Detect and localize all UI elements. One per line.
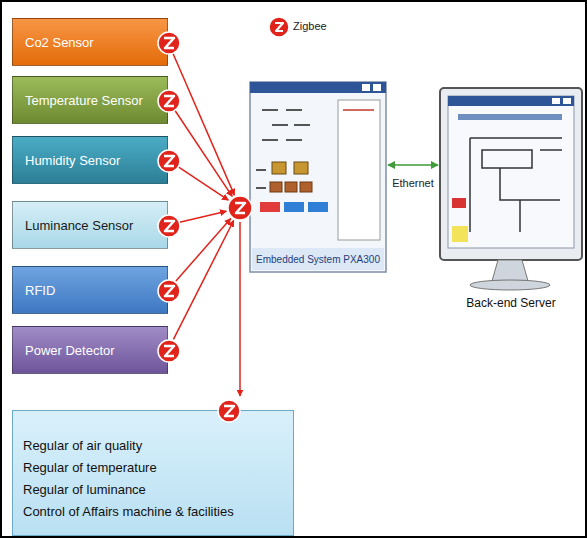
zigbee-icon	[157, 149, 181, 173]
zigbee-link	[176, 219, 231, 281]
embedded-window	[250, 82, 386, 272]
sensor-box: Temperature Sensor	[12, 76, 168, 124]
link-label: Ethernet	[390, 177, 436, 189]
sensor-box: Co2 Sensor	[12, 18, 168, 66]
zigbee-icon	[157, 31, 181, 55]
node-label: Temperature Sensor	[25, 93, 143, 108]
function-item: Regular of luminance	[23, 479, 283, 501]
node-label: Power Detector	[25, 343, 115, 358]
node-label: Back-end Server	[440, 296, 582, 310]
zigbee-link	[173, 53, 235, 195]
zigbee-icon	[157, 279, 181, 303]
function-item: Regular of air quality	[23, 435, 283, 457]
sensor-box: Humidity Sensor	[12, 136, 168, 184]
ethernet-link	[388, 164, 438, 166]
zigbee-link	[239, 222, 241, 396]
function-item: Regular of temperature	[23, 457, 283, 479]
embedded-system-window: Embedded System PXA300	[250, 82, 386, 272]
zigbee-link	[180, 211, 227, 222]
zigbee-link	[173, 220, 233, 339]
legend-label: Zigbee	[293, 20, 327, 32]
node-label: Humidity Sensor	[25, 153, 120, 168]
control-box: Regular of air qualityRegular of tempera…	[12, 410, 294, 536]
server-monitor	[440, 88, 582, 290]
zigbee-icon	[157, 214, 181, 238]
zigbee-hub-icon	[228, 196, 252, 220]
zigbee-icon	[217, 399, 241, 423]
node-label: RFID	[25, 283, 55, 298]
zigbee-icon	[157, 339, 181, 363]
zigbee-link	[178, 167, 228, 201]
node-label: Luminance Sensor	[25, 218, 133, 233]
sensor-box: Luminance Sensor	[12, 201, 168, 249]
detector-box: Power Detector	[12, 326, 168, 374]
rfid-box: RFID	[12, 266, 168, 314]
zigbee-icon	[157, 89, 181, 113]
server-monitor-node: Back-end Server	[440, 88, 582, 310]
function-item: Control of Affairs machine & facilities	[23, 501, 283, 523]
node-label: Co2 Sensor	[25, 35, 94, 50]
legend-symbol	[269, 17, 289, 37]
node-label: Embedded System PXA300	[250, 254, 386, 266]
